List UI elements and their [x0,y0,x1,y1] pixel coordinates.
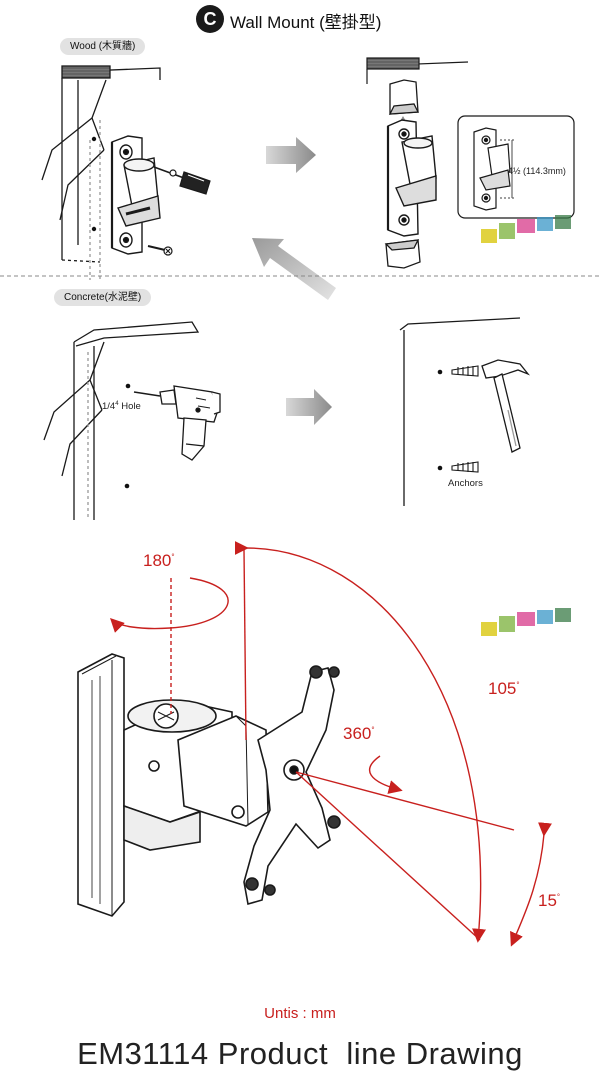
angle-swivel-value: 180 [143,551,172,570]
product-title: EM31114 Product line Drawing [77,1036,523,1071]
concrete-label: Concrete(水泥壁) [54,289,152,306]
angle-rotate-value: 360 [343,724,372,743]
inset-bracket [473,127,516,211]
anchor-icon [451,365,479,473]
measurement-label: 4½ (114.3mm) [508,166,566,176]
concrete-wall [43,321,200,520]
wood-wall-2 [366,57,469,84]
drill-icon [133,385,221,461]
anchors-label: Anchors [448,478,483,489]
anchor-holes [437,369,443,471]
degree-mark: ° [371,725,375,735]
back-arrow-icon [252,238,336,300]
angle-tilt-small: 15° [538,891,560,911]
section-title: Wall Mount (壁掛型) [230,13,382,32]
wood-wall [41,65,161,280]
angle-tilt: 105° [488,679,520,699]
hole-suffix: Hole [118,401,141,413]
units-note: Untis : mm [264,1005,336,1022]
concrete-holes [124,383,131,489]
hole-size: 1/4 [102,401,116,413]
watermark-logo-icon [481,215,571,636]
screw-icon [147,245,173,256]
rotation-guides [110,540,552,947]
hole-label: 1/44 Hole [102,401,141,412]
bottom-cover-cap [384,239,421,269]
angle-tilt-value: 105 [488,679,517,698]
degree-mark: ° [516,680,520,690]
degree-mark: ° [556,892,561,902]
hammer-icon [481,359,531,453]
swing-arm-mount [77,653,341,917]
angle-rotate: 360° [343,724,375,744]
next-step-arrow-icon-2 [286,389,332,425]
wood-holes [91,136,97,232]
top-cover-cap [388,79,420,115]
wall-plate-bracket [110,135,161,255]
degree-mark: ° [171,552,175,562]
next-step-arrow-icon [266,137,316,173]
angle-tilt-small-value: 15 [538,891,557,910]
wood-label: Wood (木質牆) [60,38,146,55]
mounted-bracket [386,119,437,237]
hole-size-sup: 4 [115,401,119,407]
step-badge: C [196,5,224,33]
screwdriver [153,166,211,195]
angle-swivel: 180° [143,551,175,571]
anchor-wall [399,317,521,506]
